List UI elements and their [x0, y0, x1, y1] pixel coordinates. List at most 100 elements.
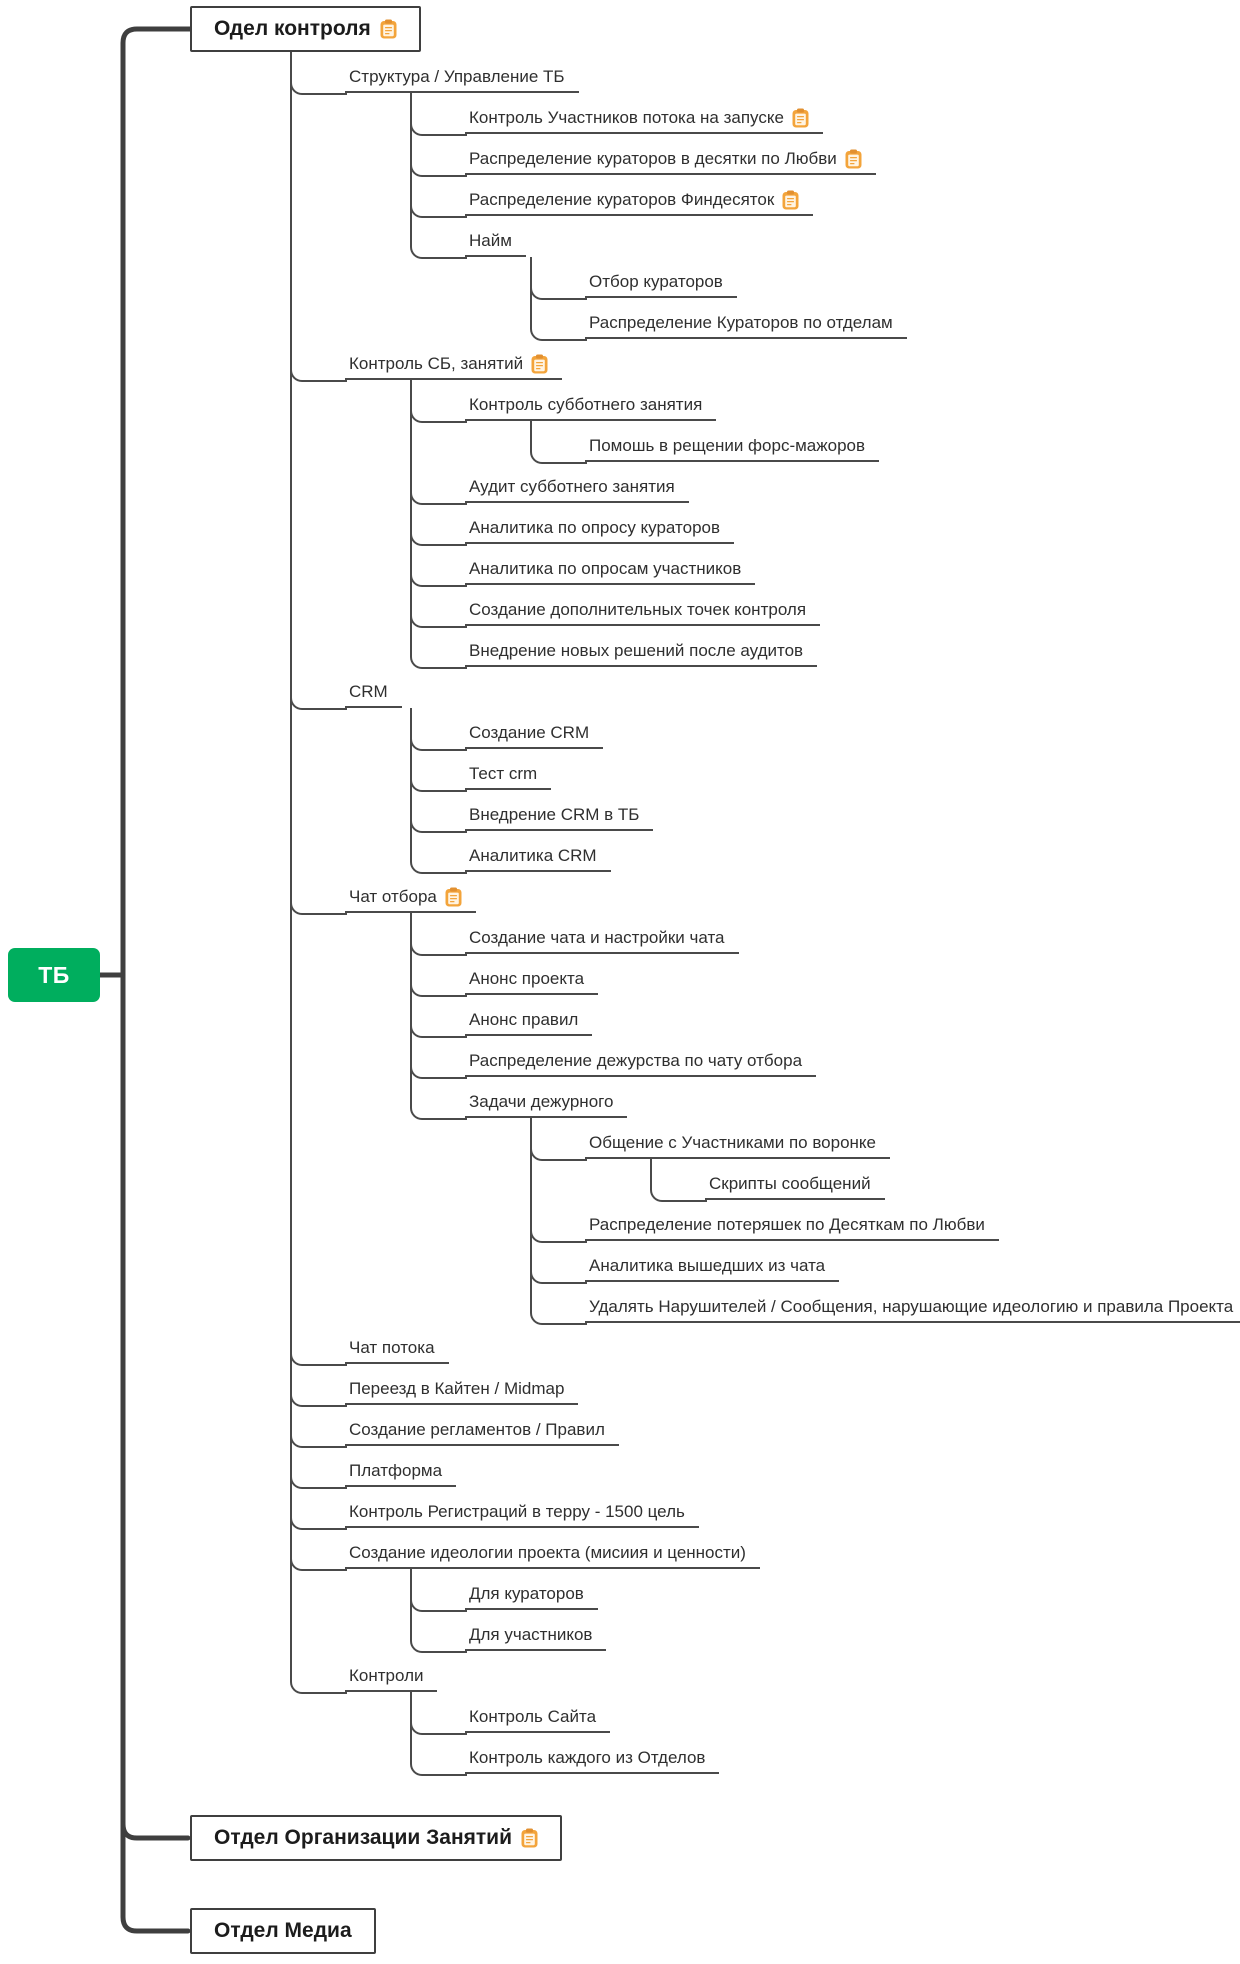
- root-node-label: ТБ: [38, 961, 70, 988]
- mindmap-node[interactable]: Аудит субботнего занятия: [465, 476, 689, 503]
- mindmap-node[interactable]: Аналитика CRM: [465, 845, 611, 872]
- node-label: Контроль субботнего занятия: [469, 395, 703, 414]
- tree-branch: Аналитика по опросу кураторов: [409, 503, 1240, 546]
- node-label: Внедрение CRM в ТБ: [469, 805, 640, 824]
- mindmap-node[interactable]: Переезд в Кайтен / Midmap: [345, 1378, 579, 1405]
- tree-branch: Аналитика CRM: [409, 831, 1240, 874]
- mindmap-node[interactable]: Найм: [465, 230, 526, 257]
- clipboard-icon: [792, 108, 809, 128]
- clipboard-icon: [531, 354, 548, 374]
- mindmap-node[interactable]: CRM: [345, 681, 402, 708]
- node-label: Помошь в рещении форс-мажоров: [589, 436, 866, 455]
- mindmap-node[interactable]: Анонс правил: [465, 1009, 593, 1036]
- mindmap-node[interactable]: Распределение потеряшек по Десяткам по Л…: [585, 1214, 999, 1241]
- topic-box-otdel-organizacii-zanyatij[interactable]: Отдел Организации Занятий: [190, 1815, 562, 1861]
- tree-branch: Создание регламентов / Правил: [289, 1405, 1240, 1448]
- node-label: Создание дополнительных точек контроля: [469, 600, 807, 619]
- tree-branch: Отбор кураторов: [529, 257, 1240, 300]
- tree-branch: Аналитика вышедших из чата: [529, 1241, 1240, 1284]
- mindmap-node[interactable]: Структура / Управление ТБ: [345, 66, 579, 93]
- tree-branch: Платформа: [289, 1446, 1240, 1489]
- tree-branch: Создание идеологии проекта (мисиия и цен…: [289, 1528, 1240, 1653]
- tree-branch: Внедрение CRM в ТБ: [409, 790, 1240, 833]
- mindmap-node[interactable]: Контроль субботнего занятия: [465, 394, 717, 421]
- node-label: Для участников: [469, 1625, 593, 1644]
- mindmap-node[interactable]: Чат отбора: [345, 886, 476, 913]
- topic-label: Одел контроля: [214, 17, 371, 40]
- clipboard-icon: [845, 149, 862, 169]
- mindmap-node[interactable]: Внедрение новых решений после аудитов: [465, 640, 818, 667]
- topic-box-odel-kontrolya[interactable]: Одел контроля: [190, 6, 421, 52]
- clipboard-icon: [521, 1828, 538, 1848]
- mindmap-node[interactable]: Контроли: [345, 1665, 438, 1692]
- topic-box-otdel-media[interactable]: Отдел Медиа: [190, 1908, 376, 1954]
- mindmap-node[interactable]: Для кураторов: [465, 1583, 598, 1610]
- mindmap-node[interactable]: Создание дополнительных точек контроля: [465, 599, 821, 626]
- node-label: Распределение дежурства по чату отбора: [469, 1051, 803, 1070]
- mindmap-node[interactable]: Контроль Участников потока на запуске: [465, 107, 823, 134]
- root-node[interactable]: ТБ: [8, 948, 100, 1002]
- tree-branch: Структура / Управление ТБ Контроль Участн…: [289, 52, 1240, 341]
- node-label: CRM: [349, 682, 388, 701]
- clipboard-icon: [445, 887, 462, 907]
- tree-branch: Для участников: [409, 1610, 1240, 1653]
- node-label: Распределение Кураторов по отделам: [589, 313, 893, 332]
- node-label: Отбор кураторов: [589, 272, 723, 291]
- mindmap-node[interactable]: Внедрение CRM в ТБ: [465, 804, 654, 831]
- mindmap-node[interactable]: Платформа: [345, 1460, 457, 1487]
- clipboard-icon: [782, 190, 799, 210]
- node-label: Создание CRM: [469, 723, 590, 742]
- mindmap-node[interactable]: Распределение Кураторов по отделам: [585, 312, 907, 339]
- mindmap-node[interactable]: Контроль Регистраций в терру - 1500 цель: [345, 1501, 699, 1528]
- mindmap-node[interactable]: Задачи дежурного: [465, 1091, 628, 1118]
- node-label: Чат потока: [349, 1338, 435, 1357]
- mindmap-node[interactable]: Для участников: [465, 1624, 607, 1651]
- mindmap-node[interactable]: Распределение кураторов Финдесяток: [465, 189, 814, 216]
- mindmap-node[interactable]: Аналитика вышедших из чата: [585, 1255, 840, 1282]
- tree-branch: Аналитика по опросам участников: [409, 544, 1240, 587]
- mindmap-node[interactable]: Тест crm: [465, 763, 552, 790]
- mindmap-node[interactable]: Анонс проекта: [465, 968, 599, 995]
- tree-branch: Помошь в рещении форс-мажоров: [529, 421, 1240, 464]
- mindmap-node[interactable]: Создание CRM: [465, 722, 604, 749]
- tree-branch: Скрипты сообщений: [649, 1159, 1240, 1202]
- mindmap-node[interactable]: Создание идеологии проекта (мисиия и цен…: [345, 1542, 760, 1569]
- mindmap-node[interactable]: Контроль каждого из Отделов: [465, 1747, 720, 1774]
- node-label: Аудит субботнего занятия: [469, 477, 675, 496]
- mindmap-node[interactable]: Контроль Сайта: [465, 1706, 611, 1733]
- node-label: Контроль Сайта: [469, 1707, 597, 1726]
- mindmap-node[interactable]: Скрипты сообщений: [705, 1173, 885, 1200]
- mindmap-node[interactable]: Помошь в рещении форс-мажоров: [585, 435, 880, 462]
- node-label: Для кураторов: [469, 1584, 584, 1603]
- mindmap-node[interactable]: Удалять Нарушителей / Сообщения, нарушаю…: [585, 1296, 1240, 1323]
- mindmap-node[interactable]: Создание регламентов / Правил: [345, 1419, 619, 1446]
- mindmap-node[interactable]: Распределение дежурства по чату отбора: [465, 1050, 817, 1077]
- mindmap-node[interactable]: Контроль СБ, занятий: [345, 353, 563, 380]
- node-label: Создание чата и настройки чата: [469, 928, 725, 947]
- mindmap-node[interactable]: Чат потока: [345, 1337, 449, 1364]
- tree-branch: Создание дополнительных точек контроля: [409, 585, 1240, 628]
- node-label: Удалять Нарушителей / Сообщения, нарушаю…: [589, 1297, 1234, 1316]
- tree-branch: Распределение кураторов Финдесяток: [409, 175, 1240, 218]
- tree-branch: Распределение потеряшек по Десяткам по Л…: [529, 1200, 1240, 1243]
- tree-branch: Создание чата и настройки чата: [409, 913, 1240, 956]
- node-label: Распределение кураторов Финдесяток: [469, 190, 775, 209]
- tree-branch: Контроль Сайта: [409, 1692, 1240, 1735]
- mindmap-node[interactable]: Аналитика по опросам участников: [465, 558, 756, 585]
- mindmap-node[interactable]: Отбор кураторов: [585, 271, 737, 298]
- mindmap-node[interactable]: Создание чата и настройки чата: [465, 927, 739, 954]
- node-label: Скрипты сообщений: [709, 1174, 871, 1193]
- node-label: Чат отбора: [349, 887, 437, 906]
- mindmap-node[interactable]: Аналитика по опросу кураторов: [465, 517, 735, 544]
- tree-branch: Аудит субботнего занятия: [409, 462, 1240, 505]
- tree-branch: Чат потока: [289, 1323, 1240, 1366]
- mindmap-node[interactable]: Общение с Участниками по воронке: [585, 1132, 891, 1159]
- mindmap-node[interactable]: Распределение кураторов в десятки по Люб…: [465, 148, 876, 175]
- node-label: Структура / Управление ТБ: [349, 67, 565, 86]
